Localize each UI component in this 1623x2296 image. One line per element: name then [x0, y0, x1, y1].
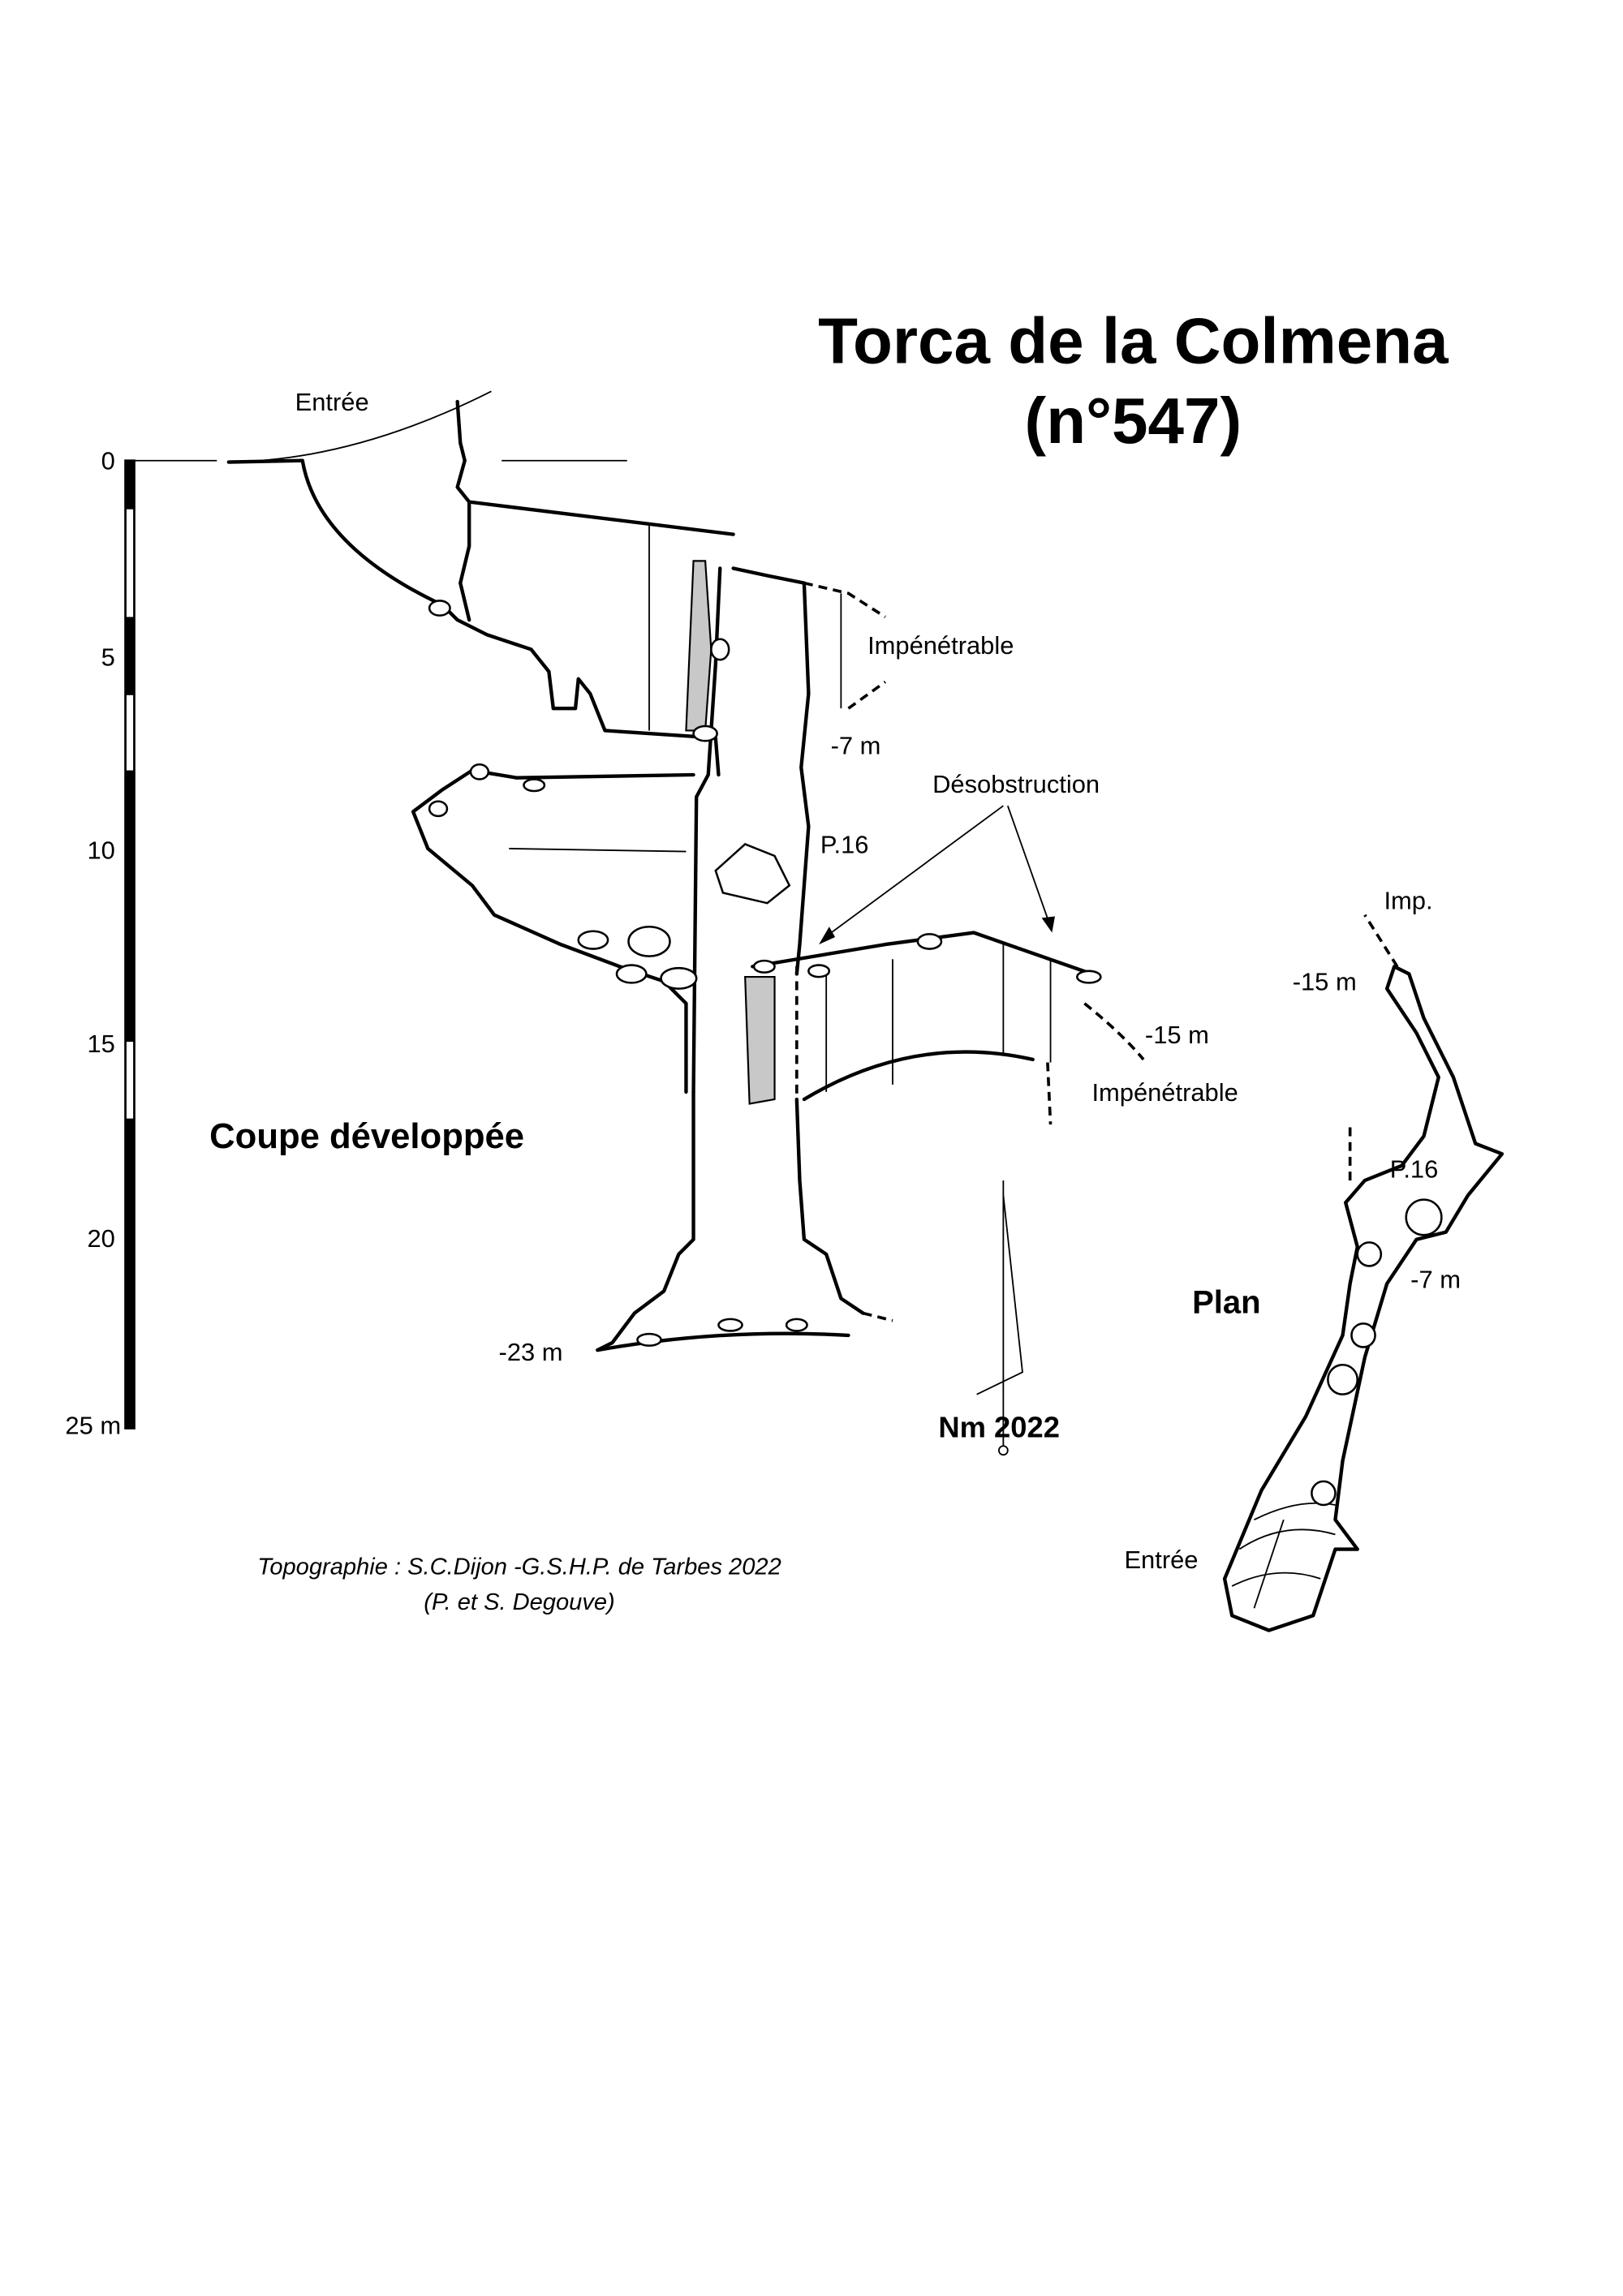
- desobstruction-arrows: [819, 805, 1055, 945]
- plan-depth-15-label: -15 m: [1293, 967, 1357, 995]
- title-line-1: Torca de la Colmena: [818, 305, 1449, 377]
- credits-line-2: (P. et S. Degouve): [424, 1589, 614, 1615]
- entrance-label: Entrée: [295, 388, 369, 416]
- plan-depth-7-label: -7 m: [1410, 1266, 1461, 1294]
- scale-tick-15: 15: [87, 1030, 114, 1058]
- north-label: Nm 2022: [938, 1410, 1060, 1443]
- impenetrable-bottom-label: Impénétrable: [1091, 1078, 1238, 1107]
- scale-tick-20: 20: [87, 1224, 114, 1253]
- scale-tick-10: 10: [87, 836, 114, 865]
- scale-tick-5: 5: [101, 643, 115, 671]
- north-arrow: Nm 2022: [938, 1180, 1060, 1456]
- plan-entrance-label: Entrée: [1124, 1546, 1198, 1574]
- scale-tick-25: 25 m: [65, 1412, 121, 1440]
- depth-23-label: -23 m: [499, 1338, 563, 1366]
- impenetrable-top-label: Impénétrable: [867, 631, 1014, 660]
- scale-tick-0: 0: [101, 447, 115, 475]
- depth-scale-bar: 0 5 10 15 20 25 m: [65, 447, 136, 1440]
- section-view-label: Coupe développée: [209, 1117, 524, 1156]
- section-drawing: -23 m E: [134, 388, 1238, 1366]
- plan-drawing: Imp. -15 m P.16 -7 m Entrée Plan: [1124, 886, 1505, 1632]
- pitch-p16-label: P.16: [820, 830, 869, 858]
- desobstruction-label: Désobstruction: [932, 770, 1100, 798]
- depth-15-label: -15 m: [1145, 1021, 1209, 1049]
- plan-imp-label: Imp.: [1384, 886, 1432, 914]
- plan-view-label: Plan: [1192, 1285, 1260, 1321]
- rock-blocks: [428, 600, 1102, 1347]
- credits-line-1: Topographie : S.C.Dijon -G.S.H.P. de Tar…: [257, 1554, 781, 1580]
- title-line-2: (n°547): [1025, 385, 1242, 457]
- plan-pitch-label: P.16: [1390, 1154, 1439, 1183]
- depth-7-label: -7 m: [831, 732, 881, 760]
